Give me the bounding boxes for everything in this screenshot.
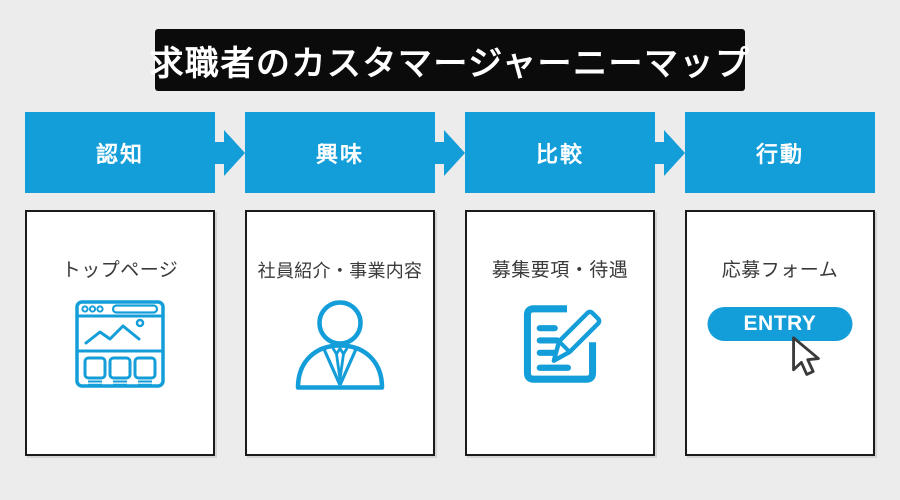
entry-button-label: ENTRY — [743, 312, 817, 335]
card-label: トップページ — [61, 260, 179, 281]
stage-label: 認知 — [95, 141, 144, 167]
stage-header-action: 行動 — [685, 112, 875, 193]
stage-label: 興味 — [315, 141, 364, 167]
arrow-right-icon — [655, 112, 685, 193]
browser-window-icon — [75, 300, 165, 393]
stage-label: 行動 — [755, 141, 804, 167]
document-pencil-icon — [516, 300, 604, 393]
card-interest: 社員紹介・事業内容 — [245, 210, 435, 456]
cursor-pointer-icon — [785, 335, 822, 379]
stage-header-row: 認知 興味 比較 行動 — [25, 112, 875, 193]
stage-header-awareness: 認知 — [25, 112, 215, 193]
page-title: 求職者のカスタマージャーニーマップ — [149, 29, 749, 91]
page-title-text: 求職者のカスタマージャーニーマップ — [149, 44, 751, 83]
card-row: トップページ — [25, 210, 875, 456]
arrow-right-icon — [435, 112, 465, 193]
card-comparison: 募集要項・待遇 — [465, 210, 655, 456]
card-awareness: トップページ — [25, 210, 215, 456]
stage-header-interest: 興味 — [245, 112, 435, 193]
business-person-icon — [291, 300, 389, 395]
card-action: 応募フォーム ENTRY — [685, 210, 875, 456]
entry-button[interactable]: ENTRY — [707, 307, 853, 341]
card-label: 応募フォーム — [721, 260, 839, 281]
card-label: 募集要項・待遇 — [491, 260, 629, 281]
card-label: 社員紹介・事業内容 — [257, 261, 423, 281]
arrow-right-icon — [215, 112, 245, 193]
stage-header-comparison: 比較 — [465, 112, 655, 193]
stage-label: 比較 — [535, 141, 584, 167]
